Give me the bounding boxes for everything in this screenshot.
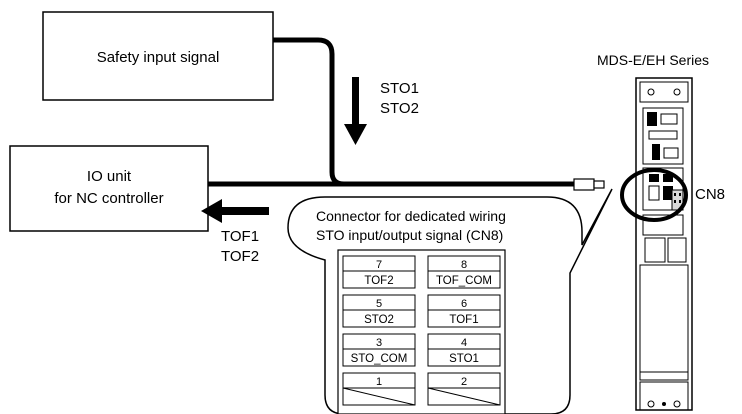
pin-signal: TOF1 xyxy=(449,314,478,326)
series-label: MDS-E/EH Series xyxy=(597,52,709,68)
pin-number: 8 xyxy=(461,259,467,271)
pin-cell-1: 1 xyxy=(342,372,416,406)
cn8-highlight: CN8 xyxy=(620,168,725,222)
sto-arrow: STO1 STO2 xyxy=(344,77,419,145)
callout-line2: STO input/output signal (CN8) xyxy=(316,227,503,243)
sto2-label: STO2 xyxy=(380,100,419,117)
pin-signal: STO2 xyxy=(364,314,394,326)
safety-input-box: Safety input signal xyxy=(42,11,274,101)
io-unit-label-line1: IO unit xyxy=(87,168,132,185)
io-unit-box: IO unit for NC controller xyxy=(9,145,209,232)
cable-plug xyxy=(573,178,605,191)
pin-number: 5 xyxy=(376,298,382,310)
safety-input-label: Safety input signal xyxy=(97,49,220,66)
pin-number: 1 xyxy=(376,376,382,388)
sto1-label: STO1 xyxy=(380,80,419,97)
io-unit-label-line2: for NC controller xyxy=(54,190,163,207)
pin-signal: STO1 xyxy=(449,353,479,365)
tof-arrow: TOF1 TOF2 xyxy=(201,199,269,265)
unused-pin-slash xyxy=(342,387,416,406)
pin-number: 6 xyxy=(461,298,467,310)
pin-signal: TOF2 xyxy=(364,275,393,287)
pin-signal: STO_COM xyxy=(351,353,408,365)
cable xyxy=(208,37,575,187)
pin-signal: TOF_COM xyxy=(436,275,492,287)
tof1-label: TOF1 xyxy=(221,228,259,245)
drive-unit: MDS-E/EH Series xyxy=(597,52,709,411)
unused-pin-slash xyxy=(427,387,501,406)
pin-number: 7 xyxy=(376,259,382,271)
callout-line1: Connector for dedicated wiring xyxy=(316,208,506,224)
pin-number: 3 xyxy=(376,337,382,349)
pin-cell-2: 2 xyxy=(427,372,501,406)
pin-number: 2 xyxy=(461,376,467,388)
pin-number: 4 xyxy=(461,337,467,349)
tof2-label: TOF2 xyxy=(221,248,259,265)
cn8-label: CN8 xyxy=(695,186,725,203)
